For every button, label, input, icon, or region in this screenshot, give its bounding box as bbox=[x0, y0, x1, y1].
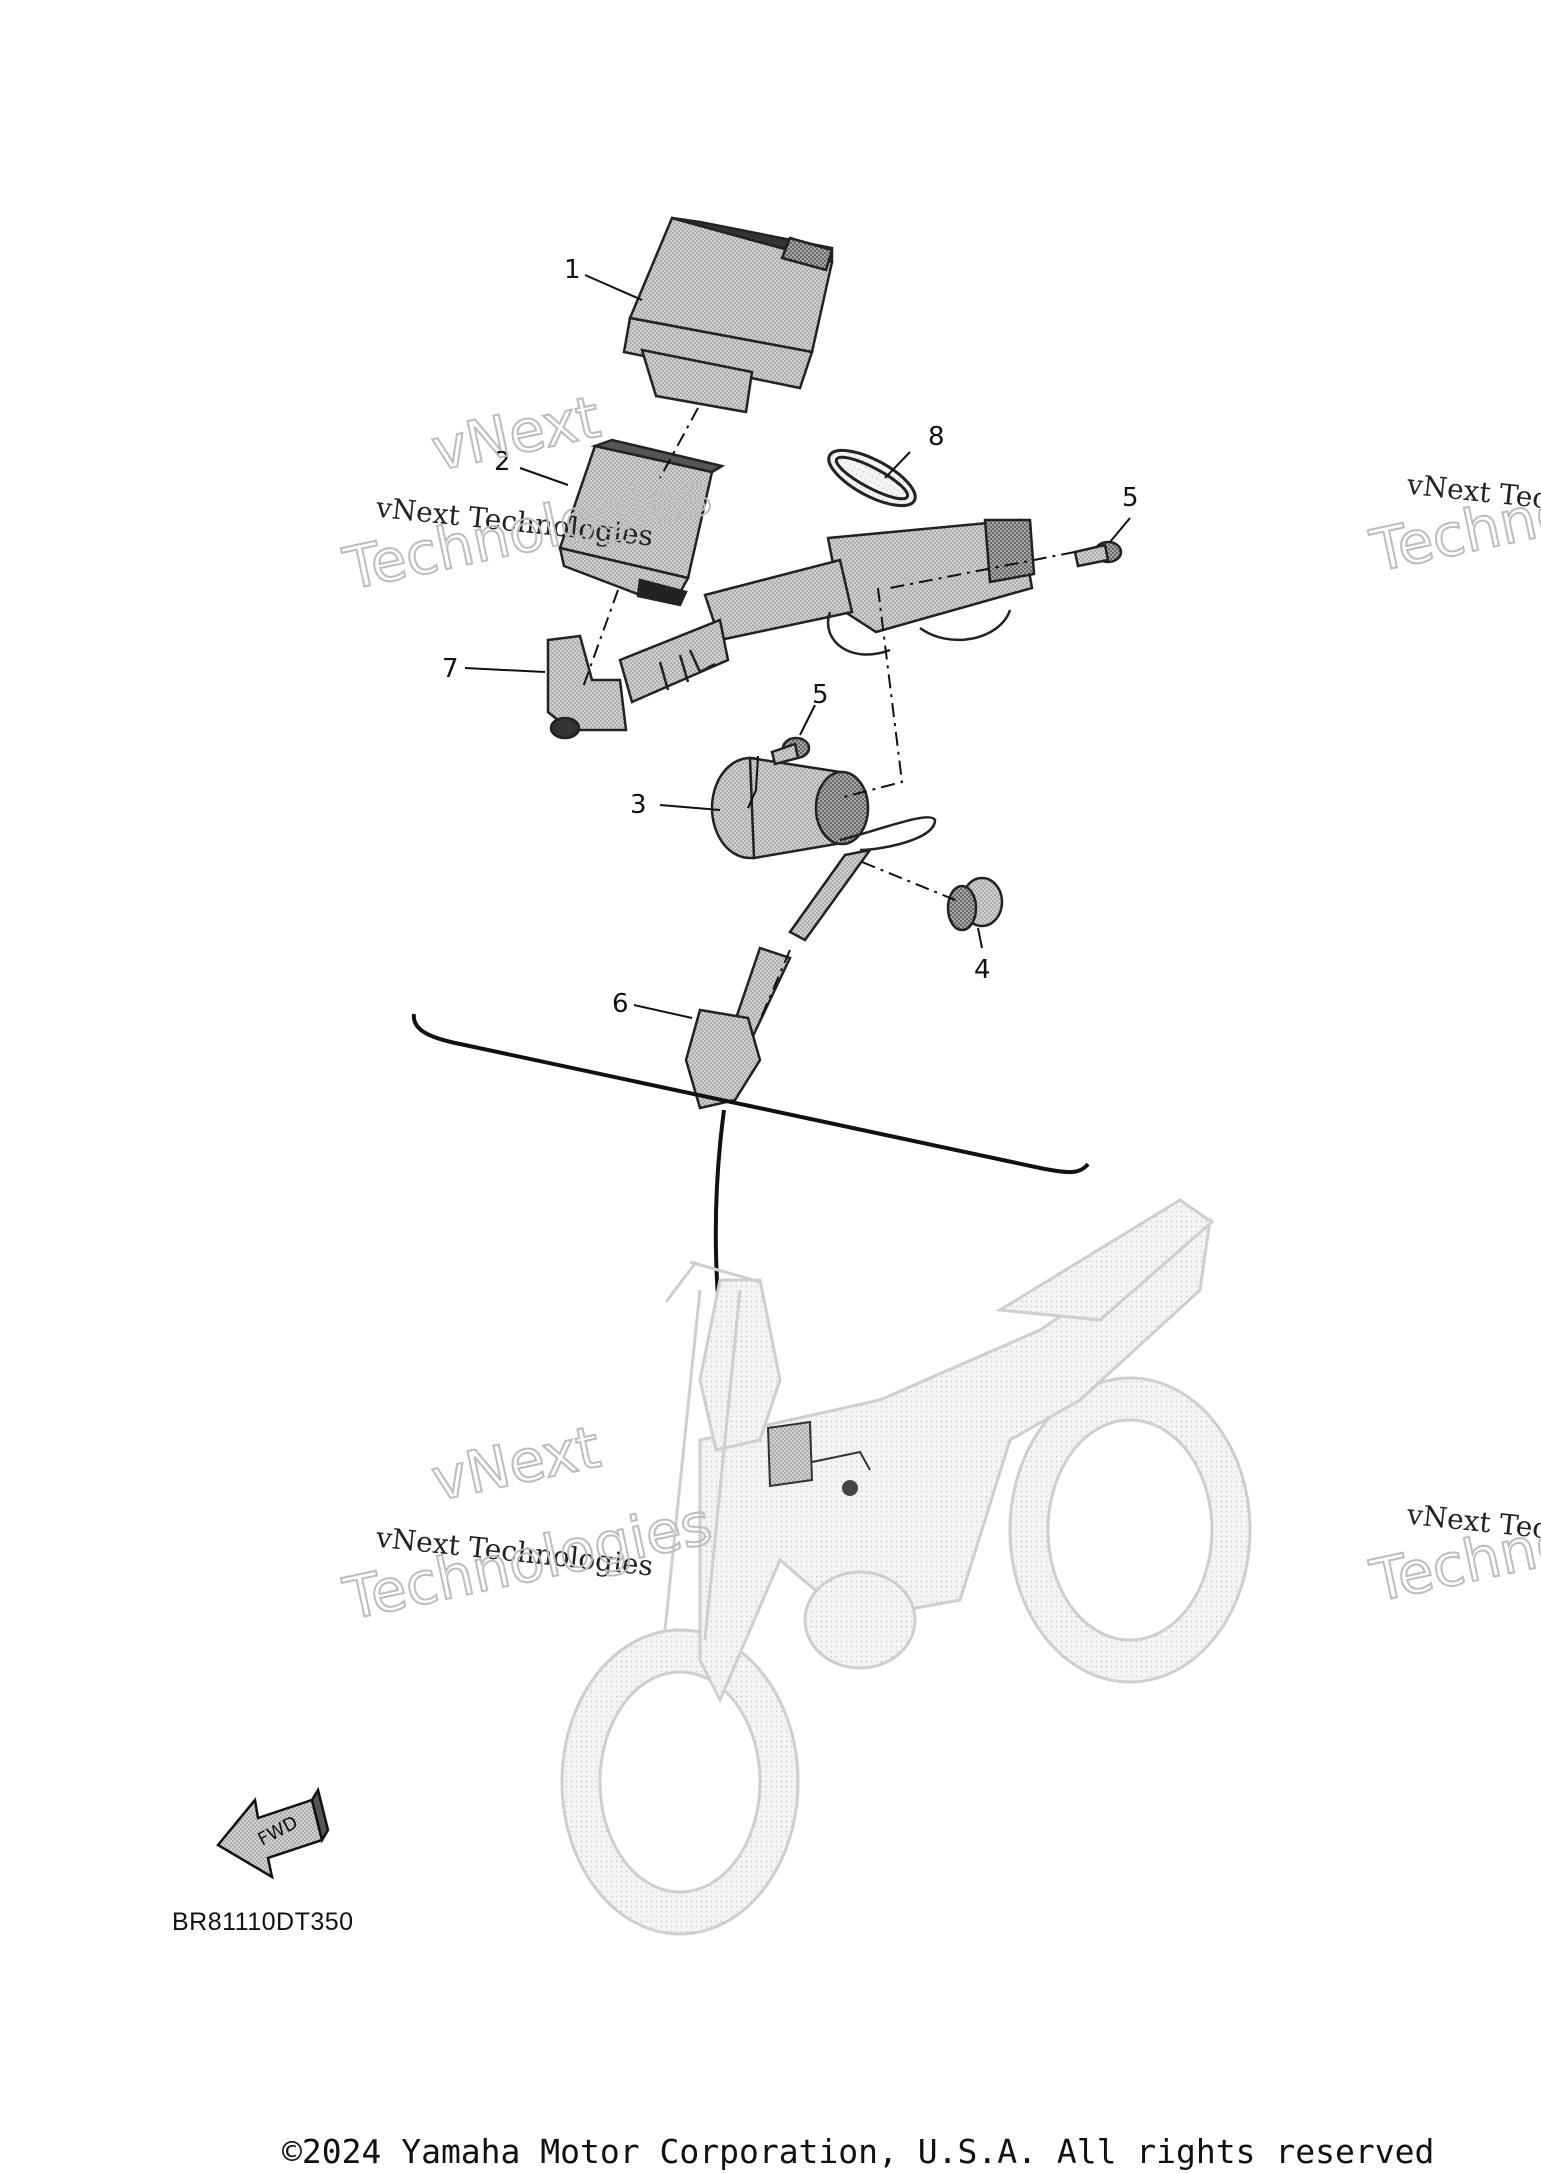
callout-8: 8 bbox=[928, 422, 945, 452]
part-3-ignition-coil bbox=[710, 756, 937, 942]
motorcycle-illustration bbox=[560, 1198, 1252, 1936]
part-2-damper bbox=[558, 438, 726, 607]
callout-4: 4 bbox=[974, 955, 991, 985]
part-8-band bbox=[827, 448, 917, 508]
callout-1: 1 bbox=[564, 255, 581, 285]
fwd-arrow-icon: FWD bbox=[216, 1786, 330, 1880]
part-1-cdi-unit bbox=[622, 216, 834, 414]
copyright-notice: ©2024 Yamaha Motor Corporation, U.S.A. A… bbox=[282, 2132, 1435, 2171]
callout-labels: 1 2 3 4 5 5 6 7 8 bbox=[442, 255, 1139, 1019]
part-6-plug-cap bbox=[684, 946, 792, 1110]
assembly-leaders bbox=[581, 407, 1076, 1021]
callout-5-upper: 5 bbox=[1122, 483, 1139, 513]
watermark-vnext: vNext bbox=[426, 383, 606, 485]
callout-leaders bbox=[464, 274, 1131, 1019]
callout-3: 3 bbox=[630, 790, 647, 820]
callout-6: 6 bbox=[612, 989, 629, 1019]
part-4-grommet bbox=[946, 876, 1004, 932]
watermark-lower-right: vNext Tec Techno bbox=[1364, 1498, 1541, 1617]
watermark-lower-left: vNext vNext Technologies Technologies bbox=[337, 1412, 719, 1635]
callout-5-lower: 5 bbox=[812, 680, 829, 710]
watermark-vnext: vNext bbox=[426, 1413, 606, 1515]
part-5-bolt-upper bbox=[1073, 540, 1123, 568]
watermark-upper-right: vNext Tec Techno bbox=[1364, 468, 1541, 587]
watermark-technologies: Technologies bbox=[338, 1489, 718, 1633]
callout-7: 7 bbox=[442, 654, 459, 684]
diagram-code: BR81110DT350 bbox=[172, 1908, 354, 1936]
part-5-bolt-lower bbox=[770, 736, 811, 766]
callout-2: 2 bbox=[494, 447, 511, 477]
